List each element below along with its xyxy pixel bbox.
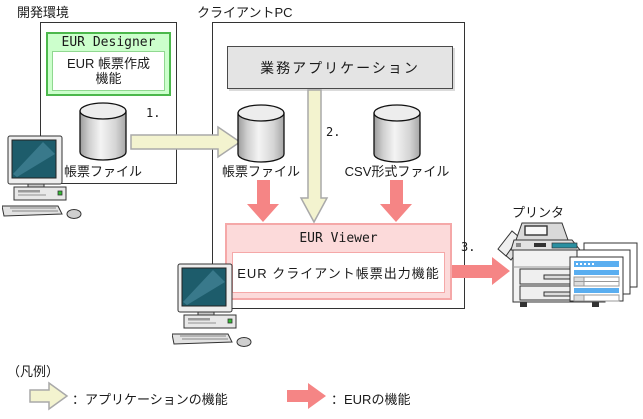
eur-report-creation-feature-box: EUR 帳票作成 機能 xyxy=(52,51,165,91)
eur-function-arrow-step3 xyxy=(452,257,510,285)
eur-viewer-title: EUR Viewer xyxy=(299,231,378,246)
eur-function-arrow-report-file xyxy=(247,180,279,222)
eur-designer-box: EUR Designer EUR 帳票作成 機能 xyxy=(46,32,171,96)
client-pc-label: クライアントPC xyxy=(197,5,293,20)
step-1-label: 1. xyxy=(146,106,161,120)
app-function-arrow-step1 xyxy=(130,125,242,159)
legend-app-function-arrow xyxy=(29,381,69,411)
legend-eur-function-arrow xyxy=(287,383,326,409)
eur-designer-title: EUR Designer xyxy=(61,35,156,50)
csv-file-cylinder-icon xyxy=(373,104,421,163)
business-application-label: 業務アプリケーション xyxy=(260,59,420,76)
desktop-pc-icon-client xyxy=(172,263,252,347)
printer-icon xyxy=(497,222,638,307)
client-report-file-label: 帳票ファイル xyxy=(221,164,301,179)
eur-function-arrow-csv-file xyxy=(380,180,412,222)
business-application-box: 業務アプリケーション xyxy=(227,46,453,89)
report-file-cylinder-icon-client xyxy=(237,104,285,163)
desktop-pc-icon-dev xyxy=(2,135,82,219)
report-file-cylinder-icon-dev xyxy=(79,102,127,161)
legend-app-function-label: ：アプリケーションの機能 xyxy=(72,392,228,407)
dev-environment-label: 開発環境 xyxy=(17,5,70,20)
feature-line2: 機能 xyxy=(95,71,122,86)
printer-label: プリンタ xyxy=(512,205,565,220)
step-3-label: 3. xyxy=(461,240,476,254)
feature-line1: EUR 帳票作成 xyxy=(66,56,151,71)
csv-file-label: CSV形式ファイル xyxy=(344,164,450,179)
dev-report-file-label: 帳票ファイル xyxy=(63,164,143,179)
eur-client-output-feature-box: EUR クライアント帳票出力機能 xyxy=(232,252,445,293)
app-function-arrow-step2 xyxy=(299,89,329,224)
legend-title: （凡例） xyxy=(7,364,60,379)
step-2-label: 2. xyxy=(326,125,341,139)
legend-eur-function-label: ：EURの機能 xyxy=(331,392,411,407)
eur-viewer-box: EUR Viewer EUR クライアント帳票出力機能 xyxy=(225,223,452,300)
viewer-feature-label: EUR クライアント帳票出力機能 xyxy=(237,266,440,281)
